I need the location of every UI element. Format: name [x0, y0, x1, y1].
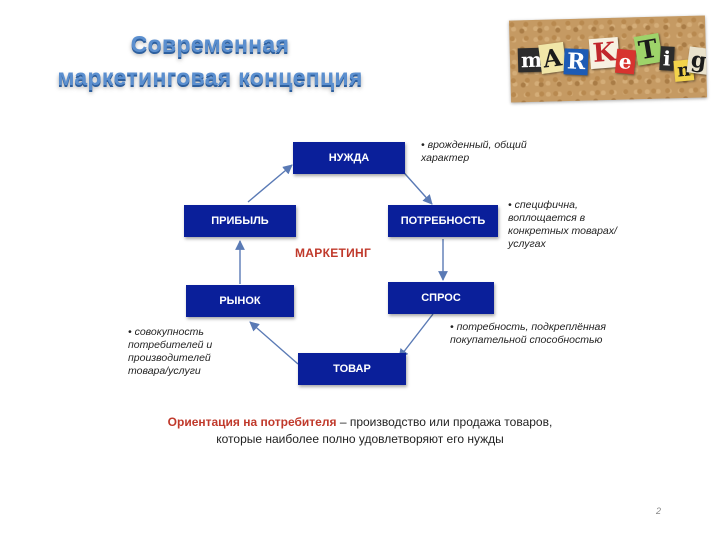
footer-highlight: Ориентация на потребителя [167, 415, 337, 429]
arrow-product-to-market [249, 321, 299, 365]
slide-title-line1: Современная [130, 31, 290, 57]
footer-definition: Ориентация на потребителя – производство… [150, 414, 570, 448]
center-label: МАРКЕТИНГ [295, 246, 372, 260]
node-want: ПОТРЕБНОСТЬ [388, 205, 498, 237]
arrow-demand-to-product [398, 313, 434, 359]
note-want: • специфична, воплощается в конкретных т… [508, 199, 617, 250]
note-need: • врожденный, общий характер [421, 139, 527, 164]
node-market: РЫНОК [186, 285, 294, 317]
node-demand: СПРОС [388, 282, 494, 314]
note-market: • совокупность потребителей и производит… [128, 326, 213, 377]
node-product: ТОВАР [298, 353, 406, 385]
node-need: НУЖДА [293, 142, 405, 174]
footer-text: – производство или продажа товаров, кото… [216, 415, 553, 446]
node-profit: ПРИБЫЛЬ [184, 205, 296, 237]
arrow-profit-to-need [247, 164, 293, 203]
note-demand: • потребность, подкреплённая покупательн… [450, 321, 606, 346]
slide-title-line2: маркетинговая концепция [57, 64, 363, 90]
page-number: 2 [656, 506, 662, 516]
slide-title: Современная маркетинговая концепция [20, 28, 400, 94]
